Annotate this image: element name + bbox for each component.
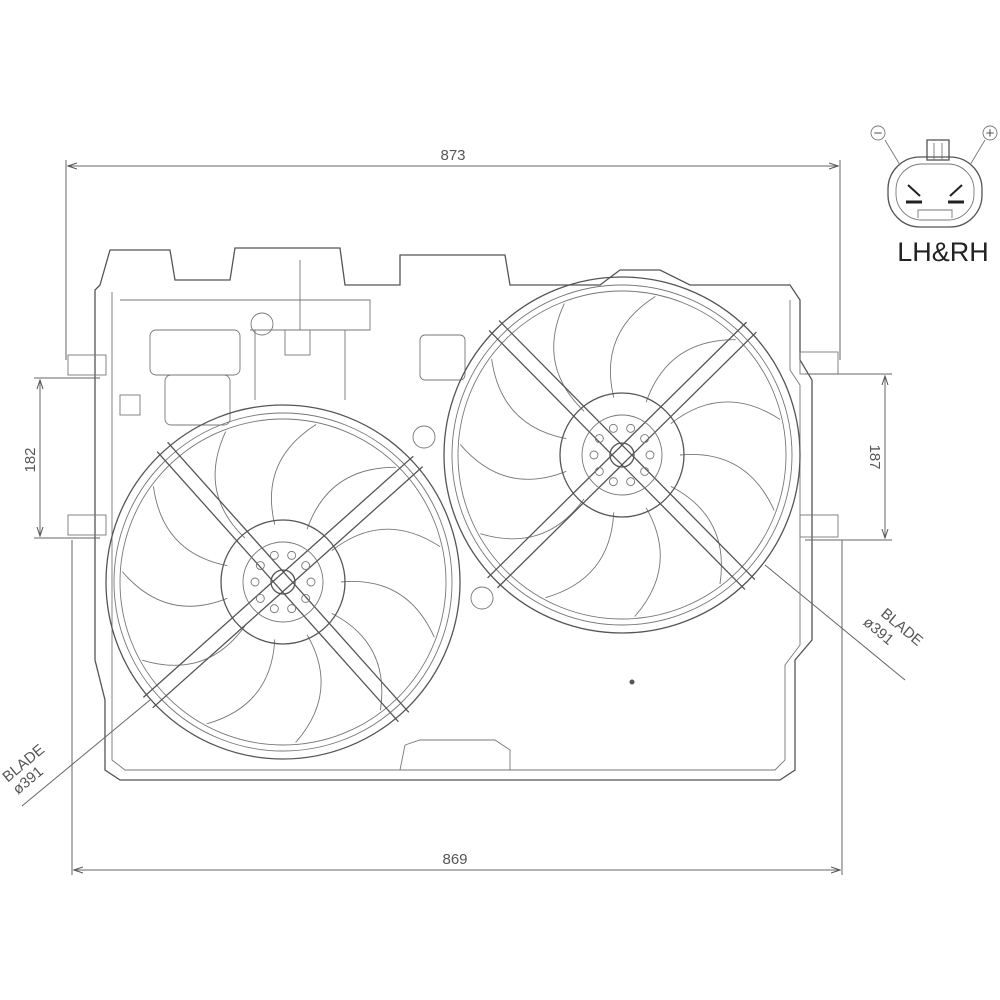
fan-blade (340, 580, 435, 638)
hub-hole (594, 467, 604, 476)
hub-hole (287, 550, 297, 560)
positive-symbol: + (986, 125, 995, 142)
hub-hole (608, 423, 618, 433)
negative-symbol: − (874, 125, 883, 142)
fan-ring-inner (451, 284, 793, 626)
top-width-label: 873 (440, 147, 465, 164)
left-height-label: 182 (22, 447, 39, 472)
motor-housing (220, 519, 346, 645)
hub-hole (287, 604, 297, 614)
fan-blade (121, 571, 228, 607)
fan-blade (491, 358, 567, 440)
fan-ring-outer (105, 404, 461, 760)
fan-strut (277, 576, 410, 723)
fan-blade (306, 466, 397, 530)
blade-tip-circle (457, 290, 787, 620)
hub-hole (626, 477, 636, 487)
fan-blade (152, 486, 228, 567)
hub-hole (640, 434, 650, 443)
right-fan (443, 276, 801, 634)
hub-hole (626, 423, 636, 433)
hub-center (270, 569, 296, 595)
fan-strut (142, 576, 289, 709)
fan-blade (142, 625, 246, 666)
connector-diagram: − + LH&RH (870, 125, 998, 267)
fan-ring-inner (113, 412, 453, 752)
hub-hole (645, 450, 655, 460)
hub-hole (255, 594, 265, 603)
fan-blade (634, 507, 661, 617)
hub-hole (608, 477, 618, 487)
hub-hole (306, 577, 316, 587)
fan-blade (670, 401, 781, 424)
fan-blade (271, 424, 317, 525)
right-height-label: 187 (866, 444, 883, 469)
fan-strut (616, 321, 757, 461)
hub (581, 414, 663, 496)
dimension-bottom: 869 (71, 540, 843, 875)
hub-hole (250, 577, 260, 587)
fan-strut (488, 320, 628, 461)
left-blade-callout: BLADE ø391 (0, 699, 151, 807)
hub-hole (589, 450, 599, 460)
dimension-right: 187 (805, 373, 892, 541)
positive-terminal-icon (982, 125, 998, 141)
fan-blade (645, 339, 736, 403)
hub-hole (301, 561, 311, 570)
fan-blade (553, 303, 585, 412)
hub (242, 541, 324, 623)
connector-label: LH&RH (897, 237, 989, 267)
hub-hole (301, 594, 311, 603)
dimension-left: 182 (22, 377, 100, 539)
fan-blade (206, 639, 276, 725)
negative-terminal-icon (870, 125, 886, 141)
left-fan (105, 404, 461, 760)
motor-housing (559, 392, 685, 518)
fan-ring-outer (443, 276, 801, 634)
fan-strut (616, 449, 756, 590)
dimension-top: 873 (65, 147, 841, 360)
shroud-housing (67, 247, 839, 781)
fan-blade (545, 512, 615, 599)
hub-hole (640, 467, 650, 476)
fan-blade (214, 431, 246, 539)
fan-blade (480, 498, 585, 540)
fan-blade (331, 612, 383, 711)
fan-blade (670, 485, 722, 585)
fan-blade (610, 296, 656, 398)
fan-strut (487, 449, 628, 589)
fan-strut (277, 455, 424, 588)
blade-tip-circle (119, 418, 447, 746)
right-blade-callout: BLADE ø391 (764, 564, 926, 681)
fan-blade (459, 444, 567, 480)
hub-hole (255, 561, 265, 570)
hub-hole (269, 550, 279, 560)
hub-hole (594, 434, 604, 443)
fan-blade (679, 453, 775, 511)
fan-blade (295, 634, 322, 743)
fan-blade (331, 528, 441, 551)
fan-strut (156, 441, 289, 588)
hub-hole (269, 604, 279, 614)
hub-center (609, 442, 635, 468)
bottom-width-label: 869 (442, 851, 467, 868)
